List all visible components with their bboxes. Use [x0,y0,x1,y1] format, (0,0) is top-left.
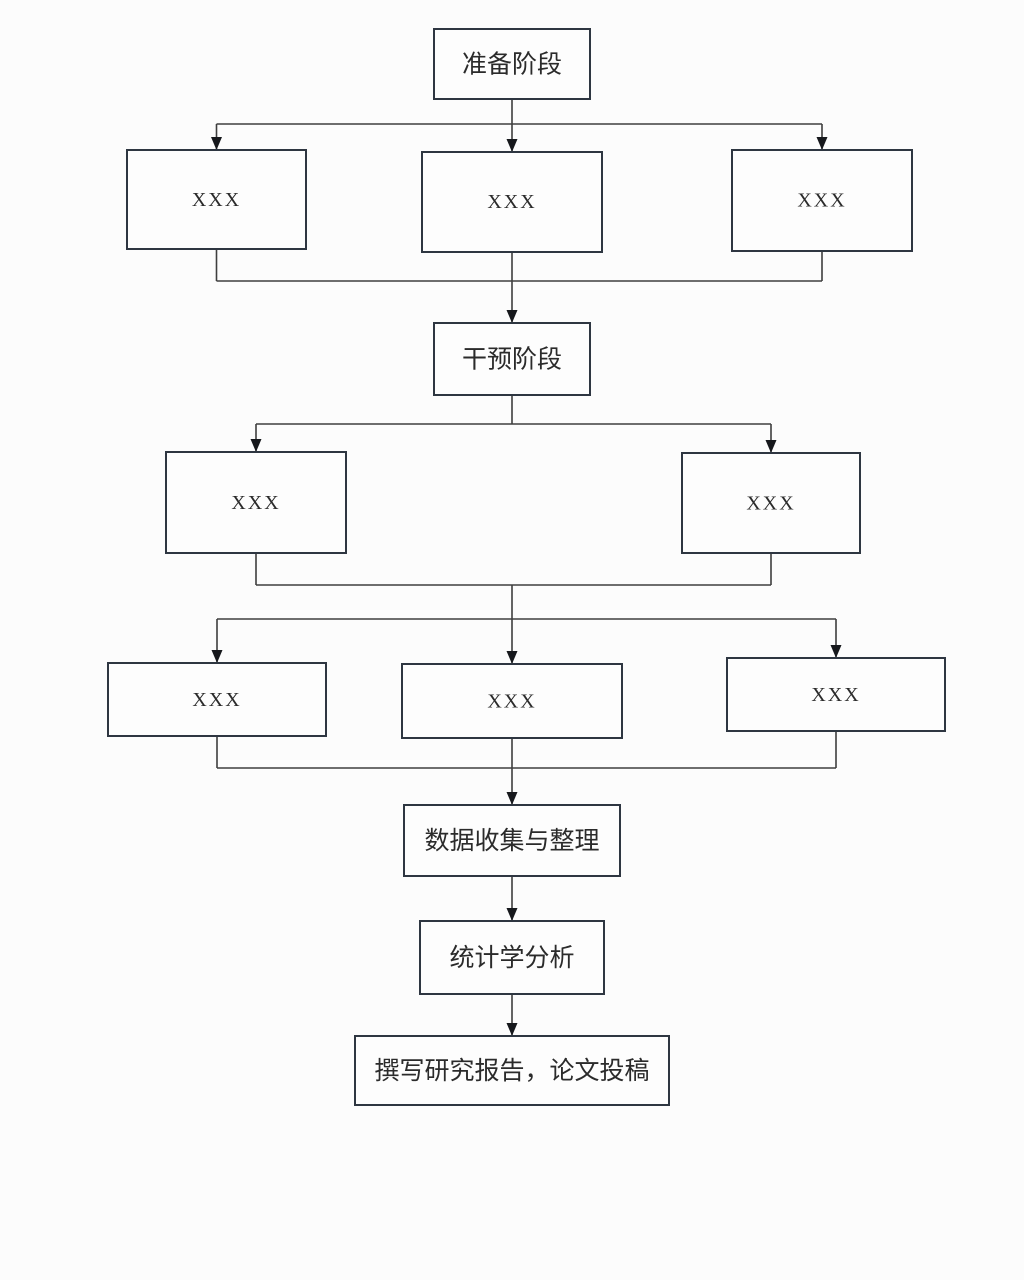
node-label: XXX [797,190,846,212]
node-label: XXX [487,691,536,713]
node-label: XXX [231,492,280,514]
node-preparation-item-3: XXX [731,149,913,252]
node-box [681,452,861,554]
node-observation-item-2: XXX [401,663,623,739]
node-box [354,1035,670,1106]
node-preparation-item-2: XXX [421,151,603,253]
node-label: 准备阶段 [462,51,562,79]
node-label: XXX [811,684,860,706]
node-intervention-item-2: XXX [681,452,861,554]
node-box [433,28,591,100]
node-box [165,451,347,554]
node-observation-item-1: XXX [107,662,327,737]
node-box [107,662,327,737]
node-label: 统计学分析 [449,944,574,972]
node-box [419,920,605,995]
node-label: 干预阶段 [462,346,562,374]
node-preparation-item-1: XXX [126,149,307,250]
node-preparation-stage: 准备阶段 [433,28,591,100]
node-intervention-stage: 干预阶段 [433,322,591,396]
node-box [126,149,307,250]
node-statistical-analysis: 统计学分析 [419,920,605,995]
node-observation-item-3: XXX [726,657,946,732]
node-box [726,657,946,732]
node-report-writing: 撰写研究报告，论文投稿 [354,1035,670,1106]
node-box [421,151,603,253]
node-label: 数据收集与整理 [424,827,599,855]
node-label: XXX [192,689,241,711]
node-label: XXX [487,191,536,213]
connectors [211,99,842,1036]
node-box [433,322,591,396]
node-label: 撰写研究报告，论文投稿 [374,1057,649,1085]
node-box [731,149,913,252]
node-intervention-item-1: XXX [165,451,347,554]
node-label: XXX [746,493,795,515]
node-data-collection: 数据收集与整理 [403,804,621,877]
node-box [401,663,623,739]
node-label: XXX [192,189,241,211]
node-box [403,804,621,877]
